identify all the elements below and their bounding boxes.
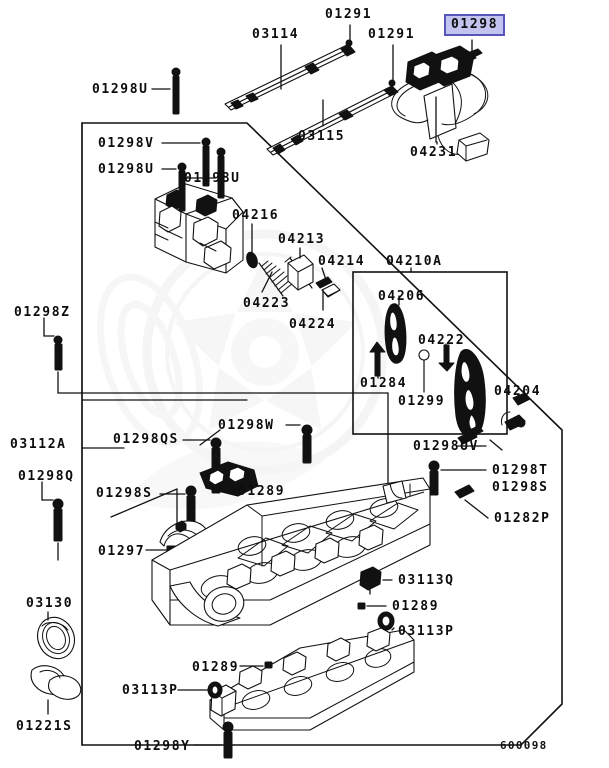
part-label-04222[interactable]: 04222 [418,333,466,348]
detail-inset-04210A [352,271,508,435]
part-label-04204[interactable]: 04204 [494,384,542,399]
part-label-01299[interactable]: 01299 [398,394,446,409]
part-label-03130[interactable]: 03130 [26,596,74,611]
part-label-01298uv[interactable]: 01298UV [413,439,479,454]
part-label-01291-b[interactable]: 01291 [368,27,416,42]
part-label-01298u-c[interactable]: 01298U [184,171,241,186]
part-label-01284[interactable]: 01284 [360,376,408,391]
part-01299 [418,349,430,393]
part-label-04206[interactable]: 04206 [378,289,426,304]
part-label-03113p-right[interactable]: 03113P [398,624,455,639]
part-label-04214[interactable]: 04214 [318,254,366,269]
part-label-01298u-a[interactable]: 01298U [92,82,149,97]
bolt-01298v [201,137,211,187]
diagram-id-code: 600098 [500,739,548,752]
dowel-01282p [454,484,475,499]
part-label-01289-a[interactable]: 01289 [238,484,286,499]
part-label-03112a[interactable]: 03112A [10,437,67,452]
bolt-01298z [53,335,63,371]
part-label-01298s-left[interactable]: 01298S [96,486,153,501]
fuel-rail-03114 [224,39,356,111]
plug-03113q [359,566,382,591]
part-04204 [501,392,531,431]
part-label-01297[interactable]: 01297 [98,544,146,559]
bolt-01298u-right [216,147,226,199]
part-04206 [384,303,407,364]
dowel-01289-upper [211,486,221,494]
part-label-03115[interactable]: 03115 [298,129,346,144]
ignition-coil-04231 [391,45,490,162]
part-label-01298z[interactable]: 01298Z [14,305,71,320]
cylinder-head-cover [151,477,431,627]
part-label-03114[interactable]: 03114 [252,27,300,42]
part-label-01289-b[interactable]: 01289 [392,599,440,614]
dowel-01289-lower [264,661,273,669]
part-label-01298w[interactable]: 01298W [218,418,275,433]
seal-03113p-right [377,611,395,631]
part-right-valve [454,349,486,438]
oil-seal-03130 [36,616,76,660]
part-label-01298y[interactable]: 01298Y [134,739,191,754]
bolt-01298s-left [185,485,197,523]
part-label-01221s[interactable]: 01221S [16,719,73,734]
fuel-rail-03115 [266,79,399,156]
part-label-03113q[interactable]: 03113Q [398,573,455,588]
sleeve-04213 [287,254,314,291]
part-label-01298qs[interactable]: 01298QS [113,432,179,447]
lash-adjuster-group [246,251,341,298]
part-label-01282p[interactable]: 01282P [494,511,551,526]
part-01284 [369,341,386,377]
part-04222 [438,344,455,372]
clip-01221s [30,665,82,700]
inset-parts [369,295,486,438]
bolt-01298uv [457,425,484,445]
rocker-shaft-assembly [154,183,244,274]
bolt-01298u-top [171,67,181,115]
bolt-01298u-mid [177,162,187,212]
part-label-01298t[interactable]: 01298T [492,463,549,478]
part-label-01298v[interactable]: 01298V [98,136,155,151]
part-label-01298q[interactable]: 01298Q [18,469,75,484]
part-label-04223[interactable]: 04223 [243,296,291,311]
part-label-04216[interactable]: 04216 [232,208,280,223]
part-label-04231[interactable]: 04231 [410,145,458,160]
part-label-01289-c[interactable]: 01289 [192,660,240,675]
bolt-01298t [428,460,440,496]
bolt-01298y [222,721,234,759]
dowel-01289-mid [357,602,366,610]
seal-03113p-lower [207,681,223,699]
part-label-01291-a[interactable]: 01291 [325,7,373,22]
intake-manifold-lower [209,627,415,731]
part-label-01298u-b[interactable]: 01298U [98,162,155,177]
part-label-01298s-right[interactable]: 01298S [492,480,549,495]
part-label-01298-highlighted[interactable]: 01298 [444,14,506,36]
part-label-04224[interactable]: 04224 [289,317,337,332]
part-label-03113p-lower[interactable]: 03113P [122,683,179,698]
part-label-04213[interactable]: 04213 [278,232,326,247]
part-label-04210a[interactable]: 04210A [386,254,443,269]
bolt-01298w [301,424,313,464]
bolt-01298q [52,498,64,542]
